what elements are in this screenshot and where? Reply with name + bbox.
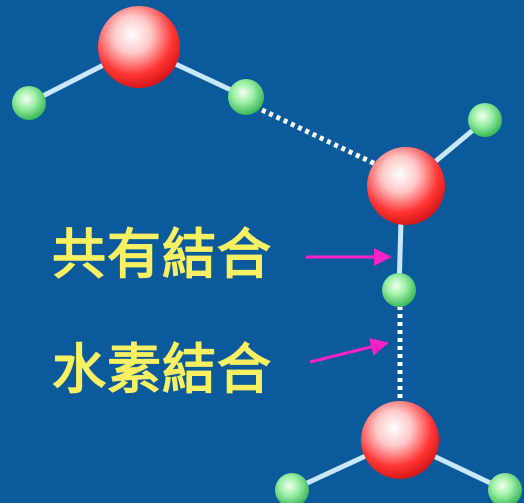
hydrogen-atom [488,473,522,503]
oxygen-atom [361,401,439,479]
covalent-bond-label: 共有結合 [52,223,272,286]
oxygen-atom [367,147,445,225]
hydrogen-atom [12,86,46,120]
hydrogen-atom [228,79,264,115]
hydrogen-bond-line [260,107,390,173]
hydrogen-atom [275,473,309,503]
hydrogen-bond-label: 水素結合 [52,338,272,401]
hydrogen-atom [468,103,502,137]
hydrogen-bond-pointer-arrow [309,338,389,364]
oxygen-atom [98,6,180,88]
hydrogen-atom [382,273,416,307]
